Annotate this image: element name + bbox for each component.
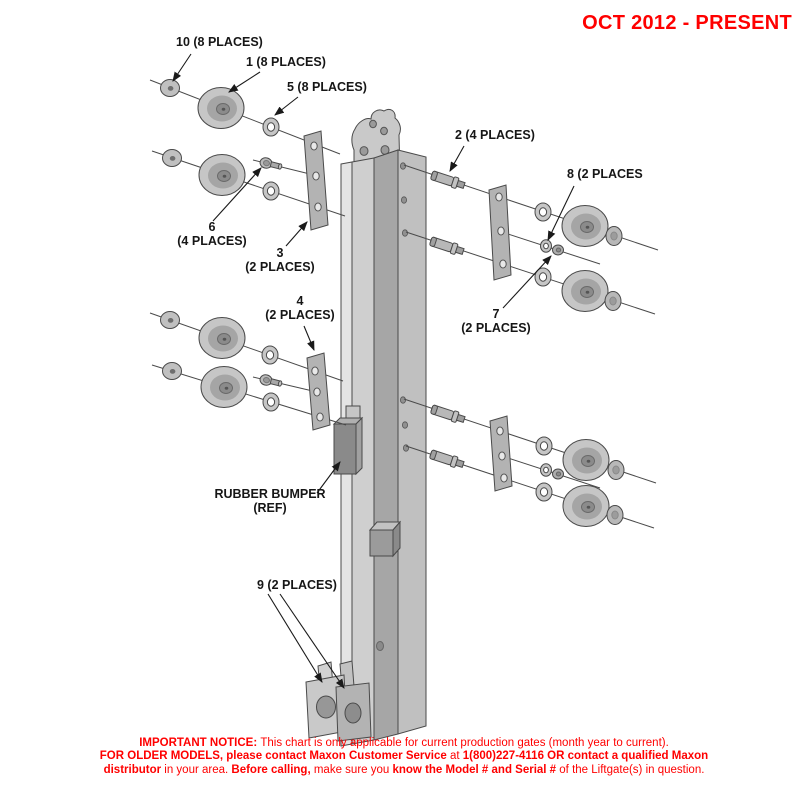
roller xyxy=(561,205,609,247)
notice-line-1: IMPORTANT NOTICE: This chart is only app… xyxy=(139,737,669,749)
washer xyxy=(160,79,180,97)
callout-item-3: 3(2 PLACES) xyxy=(245,246,315,274)
callout-item-2: 2 (4 PLACES) xyxy=(455,128,535,142)
column-side-face xyxy=(373,149,399,741)
washer xyxy=(605,226,623,246)
roller xyxy=(561,270,609,312)
stud xyxy=(428,235,466,258)
washer xyxy=(160,311,180,329)
important-notice: IMPORTANT NOTICE: This chart is only app… xyxy=(0,737,808,777)
revision-banner: OCT 2012 - PRESENT xyxy=(582,12,792,34)
roller xyxy=(198,154,246,196)
column-assembly xyxy=(305,108,427,747)
callout-item-7: 7(2 PLACES) xyxy=(461,307,531,335)
callout-rubber-bumper: RUBBER BUMPER(REF) xyxy=(214,487,326,515)
lock-washer xyxy=(540,239,552,253)
column-hole xyxy=(376,641,384,651)
washer xyxy=(162,362,182,380)
ring-washer xyxy=(262,181,280,201)
shoulder-screw xyxy=(258,373,284,390)
nut xyxy=(552,244,564,256)
washer xyxy=(604,291,622,311)
ring-washer xyxy=(535,436,553,456)
stud xyxy=(429,169,467,192)
top-bracket-holes xyxy=(359,119,390,156)
stud xyxy=(429,403,467,426)
callout-item-9: 9 (2 PLACES) xyxy=(257,578,337,592)
roller xyxy=(198,317,246,359)
mounting-plate-upper-left xyxy=(303,130,329,231)
callout-item-8: 8 (2 PLACES xyxy=(567,167,643,181)
callout-item-6: 6(4 PLACES) xyxy=(177,220,247,248)
callout-item-1: 1 (8 PLACES) xyxy=(246,55,326,69)
roller xyxy=(200,366,248,408)
roller xyxy=(562,485,610,527)
roller xyxy=(562,439,610,481)
ring-washer xyxy=(262,117,280,137)
nut xyxy=(552,468,564,480)
notice-line-2: FOR OLDER MODELS, please contact Maxon C… xyxy=(99,750,709,763)
bottom-bracket xyxy=(305,660,372,742)
mounting-plate-lower-left xyxy=(306,352,331,431)
callout-item-10: 10 (8 PLACES) xyxy=(176,35,263,49)
callout-item-5: 5 (8 PLACES) xyxy=(287,80,367,94)
leader-lines xyxy=(172,53,575,689)
notice-line-3: distributor in your area. Before calling… xyxy=(103,763,705,776)
mounting-plate-lower-right xyxy=(489,415,513,492)
callout-item-4: 4(2 PLACES) xyxy=(265,294,335,322)
washer xyxy=(606,505,624,525)
mounting-plate-upper-right xyxy=(488,184,512,281)
slider-block xyxy=(368,520,402,558)
lock-washer xyxy=(540,463,552,477)
washer xyxy=(607,460,625,480)
roller xyxy=(197,87,245,129)
ring-washer xyxy=(261,345,279,365)
ring-washer xyxy=(535,482,553,502)
shoulder-screw xyxy=(258,156,284,173)
stud xyxy=(428,448,466,471)
ring-washer xyxy=(534,202,552,222)
washer xyxy=(162,149,182,167)
ring-washer xyxy=(262,392,280,412)
rubber-bumper xyxy=(332,405,364,476)
